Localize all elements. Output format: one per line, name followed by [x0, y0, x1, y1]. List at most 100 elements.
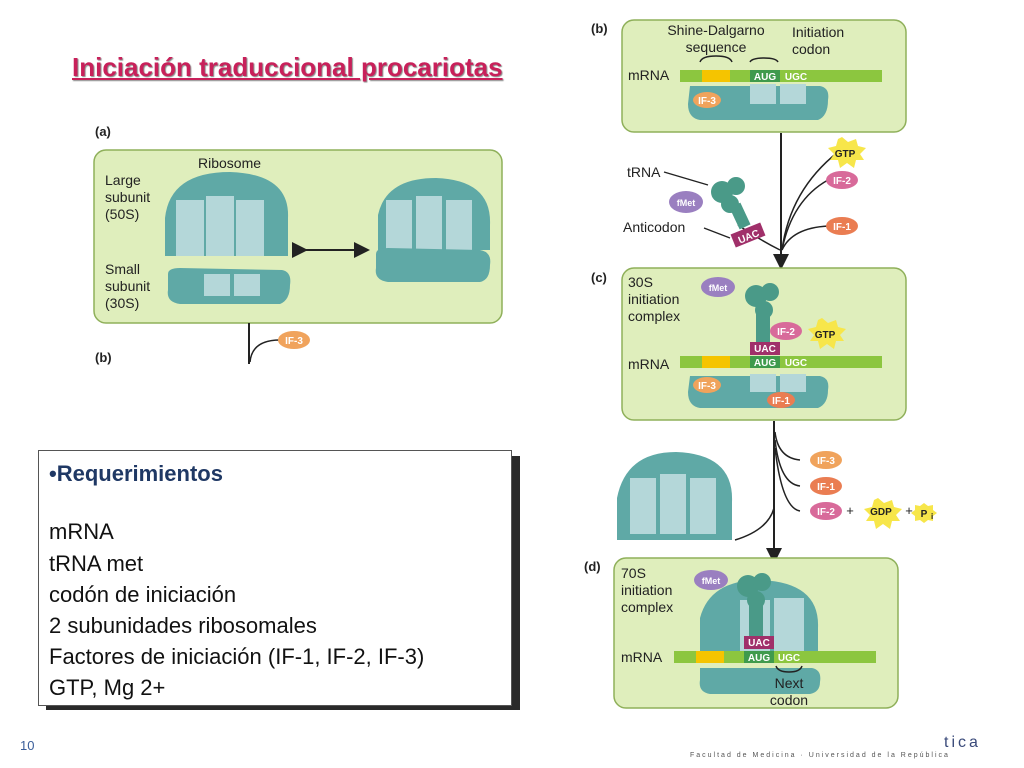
release-stage: IF-3 IF-1 IF-2 + GDP + P i: [617, 421, 937, 564]
panel-c-if1-oval: [767, 392, 795, 408]
panel-b-label: (b): [591, 21, 608, 36]
requirement-item: mRNA: [49, 519, 114, 544]
requirement-item: Factores de iniciación (IF-1, IF-2, IF-3…: [49, 644, 425, 669]
panel-c-label: (c): [591, 270, 607, 285]
panel-d-window-2: [774, 598, 804, 652]
if3-label-b: IF-3: [698, 96, 716, 107]
if3-branch: [249, 339, 281, 363]
panel-b-window-1: [750, 84, 776, 104]
panel-d-complex-3: complex: [621, 599, 673, 615]
assembled-window-1: [386, 200, 412, 250]
panel-c-complex-3: complex: [628, 308, 680, 324]
panel-c-if3-oval: [693, 377, 721, 393]
panel-d-fmet: fMet: [702, 576, 721, 586]
trna-label: tRNA: [627, 164, 661, 180]
assembled-window-3: [446, 200, 472, 250]
if3-label-a: IF-3: [285, 336, 303, 347]
assembled-window-2: [416, 196, 442, 250]
panel-d-anticodon: UAC: [748, 638, 770, 649]
small-subunit-window-1: [204, 274, 230, 296]
panel-d-mrna: [674, 651, 876, 663]
if1-oval: [826, 217, 858, 235]
trna-pointer: [663, 171, 709, 186]
small-subunit-label-1: Small: [105, 261, 140, 277]
panel-c-fmet: fMet: [709, 283, 728, 293]
if1-branch: [781, 225, 829, 251]
panel-c-if2: IF-2: [777, 327, 795, 338]
trna-stage: GTP IF-2 IF-1 tRNA fMet Anticodon UAC: [623, 133, 866, 270]
initiation-codon-label-2: codon: [792, 41, 830, 57]
panel-b-aug: AUG: [754, 72, 776, 83]
panel-c-fmet-oval: [701, 277, 735, 297]
panel-d-shine-dalgarno: [696, 651, 724, 663]
page-number: 10: [20, 738, 35, 753]
anticodon-label: Anticodon: [623, 219, 685, 235]
panel-b-ugc: UGC: [785, 72, 807, 83]
panel-d: (d) 70S initiation complex fMet UAC mRNA…: [584, 557, 899, 709]
free-large-window-1: [630, 478, 656, 534]
panel-c-mrna-label: mRNA: [628, 356, 670, 372]
panel-c-if2-oval: [770, 322, 802, 340]
panel-a: (a) Ribosome Large subunit (50S) Small s…: [93, 124, 503, 365]
if2-label: IF-2: [833, 176, 851, 187]
if2-oval: [826, 171, 858, 189]
plus-1: +: [846, 503, 854, 518]
anticodon-block: [730, 222, 766, 248]
if1-label: IF-1: [833, 222, 851, 233]
assembled-small-subunit: [375, 248, 491, 282]
large-subunit-label-2: subunit: [105, 189, 150, 205]
free-large-window-2: [660, 474, 686, 534]
panel-c-trna-stem: [756, 312, 770, 342]
next-codon-bracket: [775, 665, 803, 673]
large-subunit-join-branch: [734, 507, 775, 541]
panel-d-label: (d): [584, 559, 601, 574]
panel-d-complex-1: 70S: [621, 565, 646, 581]
p-sub: i: [931, 512, 933, 521]
release-if1: IF-1: [817, 482, 835, 493]
panel-c-anticodon-block: [750, 342, 780, 355]
p-label: P: [921, 509, 928, 520]
release-if1-oval: [810, 477, 842, 495]
gtp-branch: [781, 151, 839, 251]
requirement-item: GTP, Mg 2+: [49, 675, 166, 700]
panel-b-start-codon: [750, 70, 780, 82]
free-large-window-3: [690, 478, 716, 534]
requirements-heading: •Requerimientos: [49, 461, 223, 486]
panel-b-window-2: [780, 84, 806, 104]
panel-c-aug: AUG: [754, 358, 776, 369]
panel-c-mrna: [680, 356, 882, 368]
small-subunit-label-2: subunit: [105, 278, 150, 294]
panel-d-fmet-oval: [694, 570, 728, 590]
panel-d-aug: AUG: [748, 653, 770, 664]
panel-a-label: (a): [95, 124, 111, 139]
panel-d-small-subunit: [699, 668, 821, 694]
next-codon-label-2: codon: [770, 692, 808, 708]
panel-c-shine-dalgarno: [702, 356, 730, 368]
fmet-oval: [669, 191, 703, 213]
panel-b-mrna: [680, 70, 882, 82]
large-subunit-label-1: Large: [105, 172, 141, 188]
requirement-item: tRNA met: [49, 551, 144, 576]
large-subunit-label-3: (50S): [105, 206, 139, 222]
shine-dalgarno-label-1: Shine-Dalgarno: [667, 22, 764, 38]
footer-brand: tica: [944, 734, 981, 751]
panel-c-window-2: [780, 374, 806, 392]
requirement-item: codón de iniciación: [49, 582, 237, 607]
gtp-label: GTP: [835, 149, 856, 160]
panel-c-complex-1: 30S: [628, 274, 653, 290]
panel-c-ugc: UGC: [785, 358, 807, 369]
panel-c-window-1: [750, 374, 776, 392]
panel-d-ugc: UGC: [778, 653, 800, 664]
if2-branch: [781, 179, 829, 251]
plus-2: +: [905, 503, 913, 518]
codon-bracket: [749, 57, 779, 63]
panel-d-trna-arm-2: [753, 573, 771, 591]
panel-c-if1: IF-1: [772, 396, 790, 407]
release-if3: IF-3: [817, 456, 835, 467]
panel-c-anticodon: UAC: [754, 344, 776, 355]
large-subunit-window-1: [176, 200, 204, 256]
shine-dalgarno-label-2: sequence: [686, 39, 747, 55]
panel-c-if3: IF-3: [698, 381, 716, 392]
panel-c-gtp-burst: [808, 318, 846, 349]
